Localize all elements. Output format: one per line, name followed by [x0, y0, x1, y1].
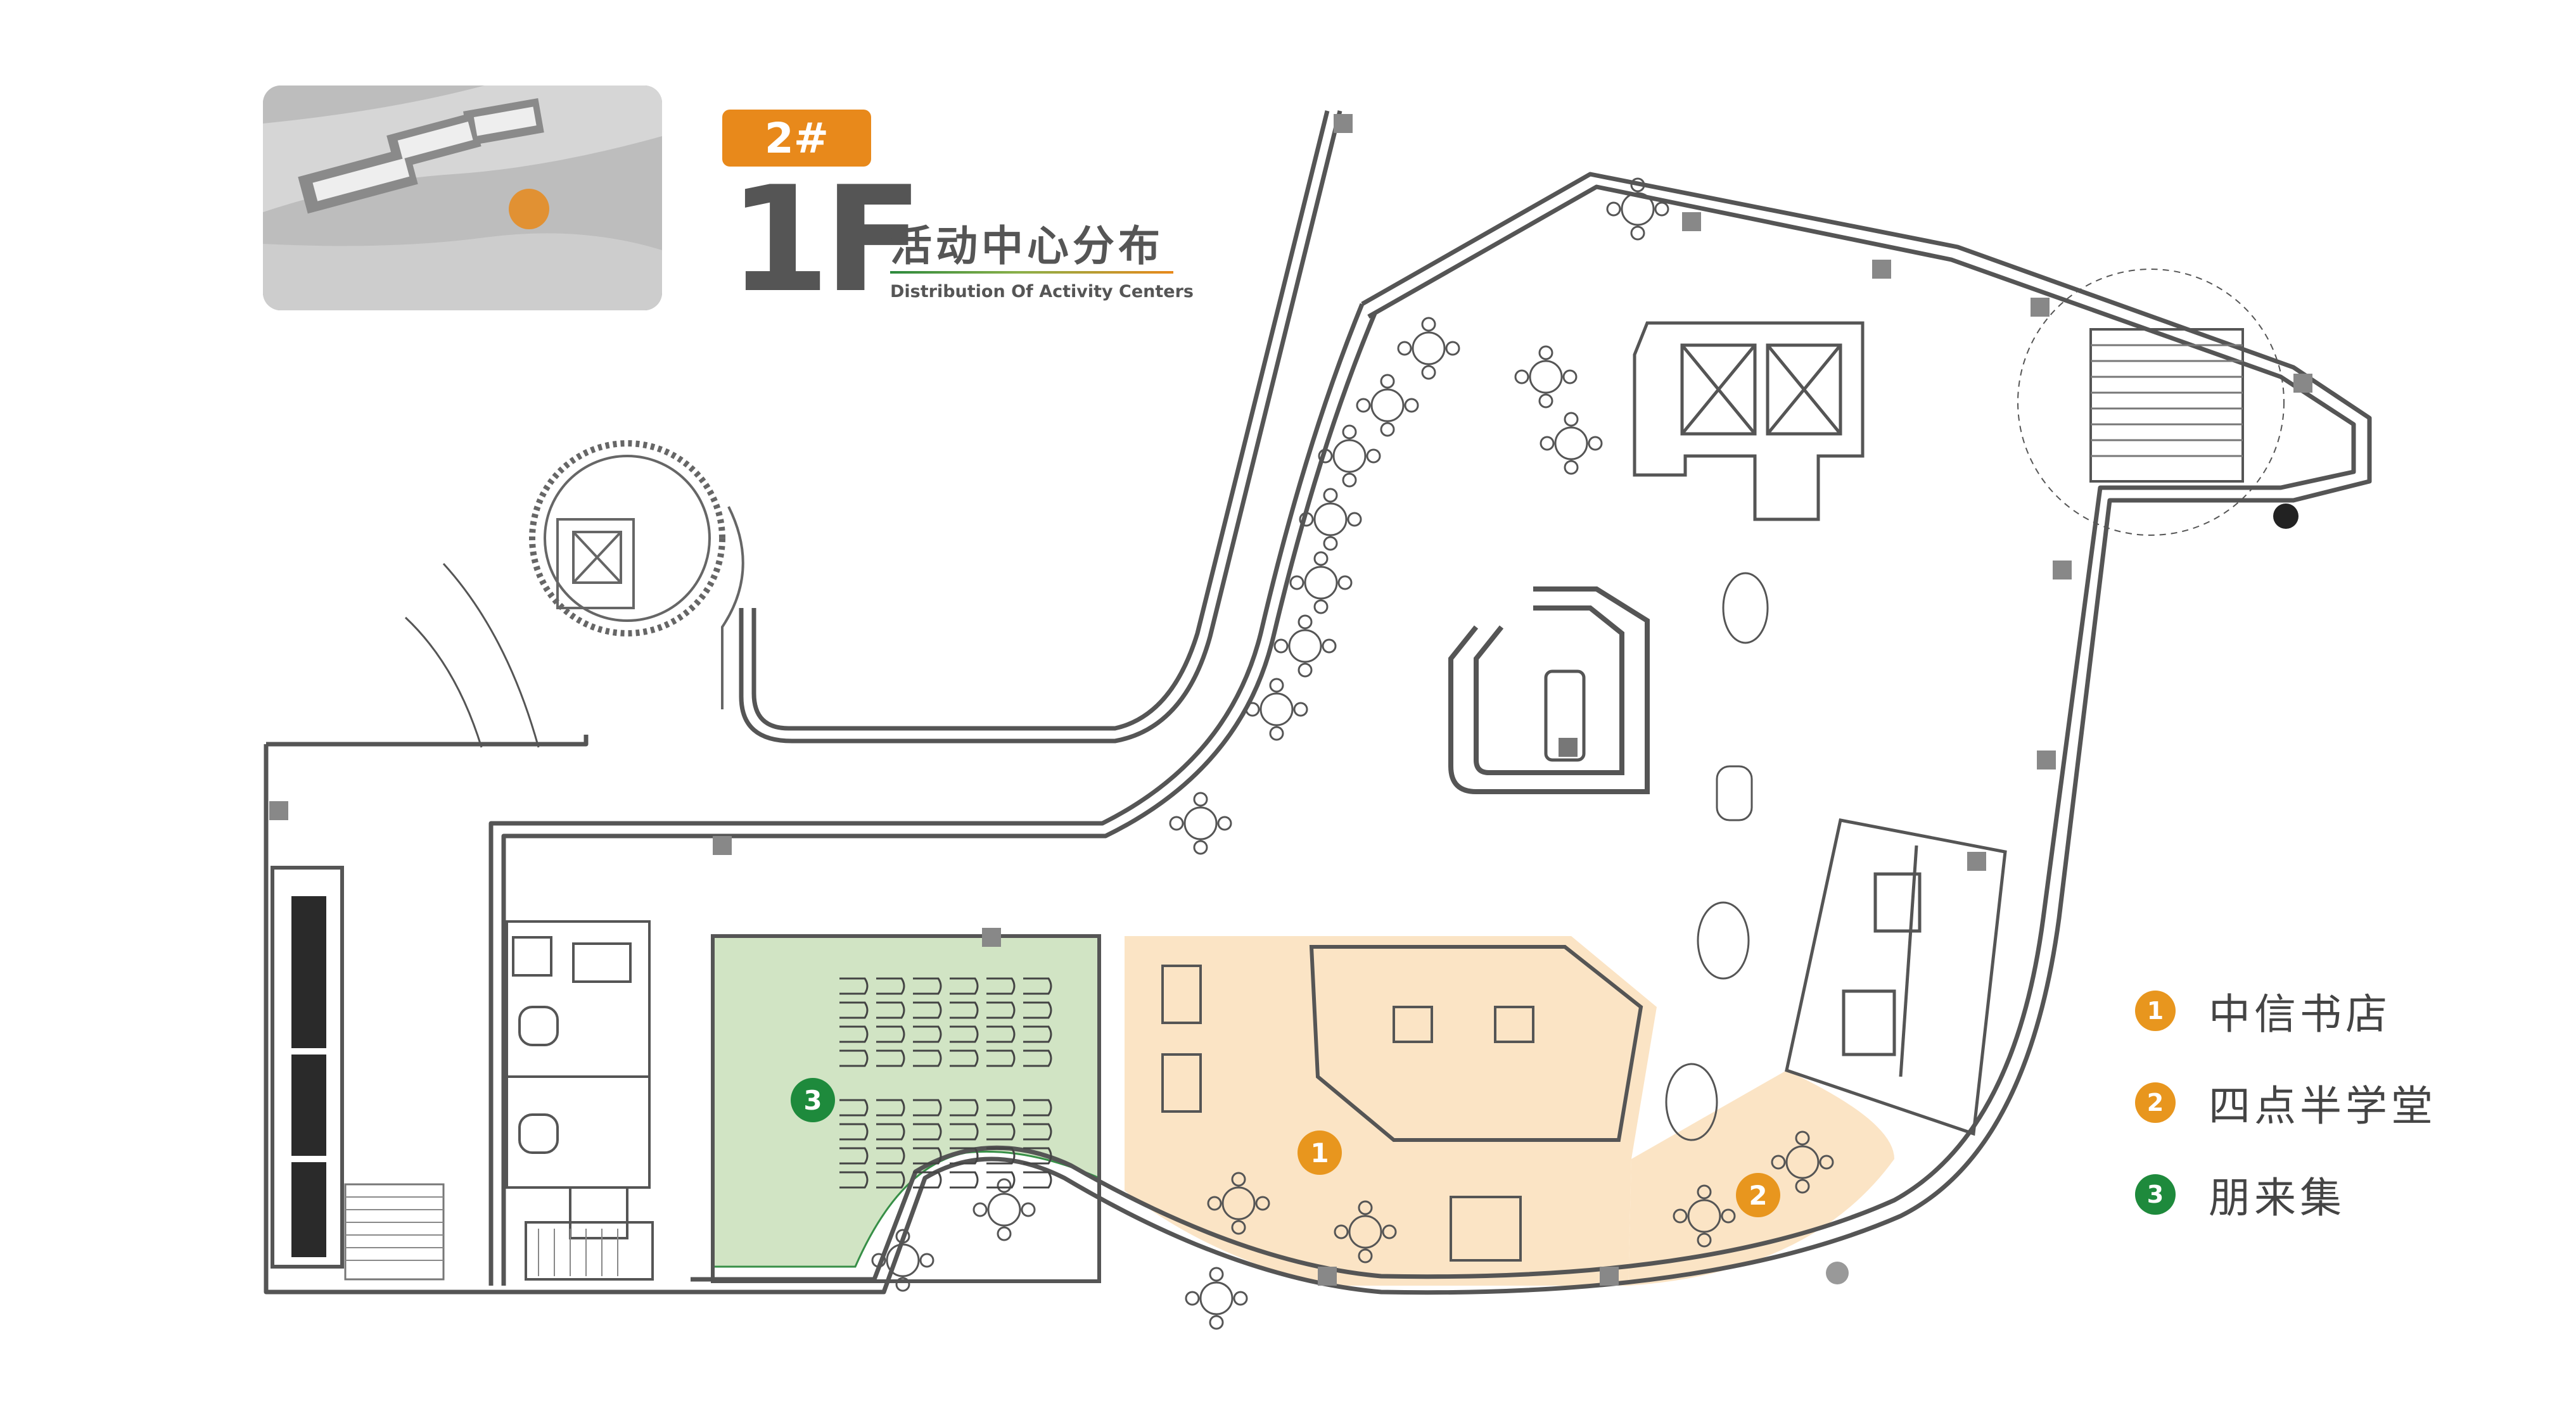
desk [950, 1049, 979, 1067]
legend-label-3: 朋来集 [2209, 1174, 2345, 1222]
desk [986, 1171, 1016, 1189]
desk [1023, 1001, 1052, 1019]
zone-3-desks [711, 934, 1101, 1283]
desk [876, 1001, 905, 1019]
desk [839, 1171, 869, 1189]
desk [1023, 1025, 1052, 1043]
zone-1-furniture [1161, 945, 1643, 1262]
zone-1-marker[interactable]: 1 [1298, 1130, 1342, 1175]
ellipse-tables [1665, 572, 1769, 1141]
legend-item-2[interactable]: 2 四点半学堂 [2135, 1072, 2437, 1133]
building-walls [264, 110, 2372, 1295]
zone-2-marker[interactable]: 2 [1736, 1173, 1780, 1217]
northeast-stair [2017, 269, 2299, 536]
desk [839, 977, 869, 995]
desk [876, 1171, 905, 1189]
east-meeting-rooms [1785, 818, 2007, 1284]
desk [913, 1171, 942, 1189]
number-1-icon: 1 [2135, 991, 2176, 1031]
number-3-icon: 3 [2135, 1174, 2176, 1215]
site-map-image [263, 86, 662, 310]
landscape-lines [404, 562, 540, 748]
legend-item-1[interactable]: 1 中信书店 [2135, 980, 2391, 1041]
round-pavilion [529, 440, 744, 709]
page-title: 活动中心分布 [890, 222, 1164, 270]
desk [1023, 1099, 1052, 1117]
desk [913, 1123, 942, 1141]
zone-3-area[interactable] [711, 935, 1100, 1268]
desk [986, 1147, 1016, 1165]
legend-item-3[interactable]: 3 朋来集 [2135, 1164, 2345, 1225]
desk [913, 1001, 942, 1019]
bar-counter [1448, 586, 1650, 794]
desk [913, 1025, 942, 1043]
desk [839, 1123, 869, 1141]
number-2-icon: 2 [2135, 1082, 2176, 1123]
desk [986, 1049, 1016, 1067]
legend-label-2: 四点半学堂 [2209, 1082, 2437, 1130]
page-subtitle: Distribution Of Activity Centers [890, 282, 1194, 301]
site-thumbnail [263, 86, 662, 310]
desk [950, 977, 979, 995]
desk [913, 977, 942, 995]
desk [950, 1001, 979, 1019]
building-tag: 2# [722, 110, 871, 167]
desk [1023, 977, 1052, 995]
desk [876, 1123, 905, 1141]
desk [839, 1049, 869, 1067]
elevator-core [1633, 321, 1865, 521]
desk [913, 1147, 942, 1165]
desk [950, 1147, 979, 1165]
desk [1023, 1171, 1052, 1189]
desk [876, 1049, 905, 1067]
desk [950, 1123, 979, 1141]
desk [986, 1099, 1016, 1117]
desk [1023, 1147, 1052, 1165]
desk [876, 1025, 905, 1043]
classroom-desk-grid [839, 977, 1052, 1189]
desk [839, 1147, 869, 1165]
desk [986, 977, 1016, 995]
desk [950, 1099, 979, 1117]
left-stair-core [271, 866, 445, 1281]
desk [839, 1001, 869, 1019]
desk [839, 1099, 869, 1117]
zone-3-marker[interactable]: 3 [791, 1078, 835, 1122]
desk [986, 1123, 1016, 1141]
desk [986, 1025, 1016, 1043]
desk [913, 1099, 942, 1117]
structural-columns [269, 114, 2312, 1286]
desk [950, 1171, 979, 1189]
desk [876, 977, 905, 995]
legend-label-1: 中信书店 [2209, 990, 2391, 1039]
desk [876, 1099, 905, 1117]
desk [839, 1025, 869, 1043]
title-divider [890, 271, 1173, 274]
floor-number: 1F [729, 156, 923, 325]
round-table-group [871, 177, 1834, 1330]
desk [1023, 1049, 1052, 1067]
desk [950, 1025, 979, 1043]
desk [1023, 1123, 1052, 1141]
desk [913, 1049, 942, 1067]
restroom-block [506, 920, 654, 1281]
desk [876, 1147, 905, 1165]
desk [986, 1001, 1016, 1019]
